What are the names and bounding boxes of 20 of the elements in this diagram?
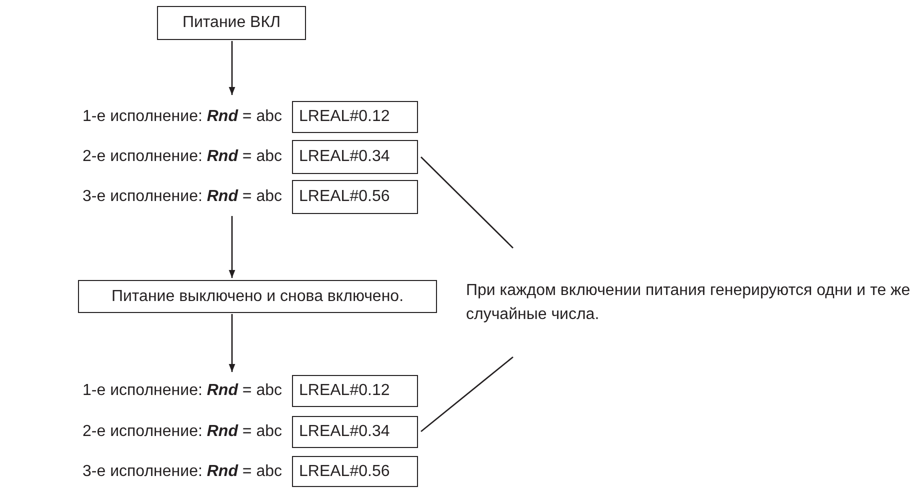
execution-label: 3-е исполнение: Rnd = abc	[82, 188, 282, 206]
execution-label: 2-е исполнение: Rnd = abc	[82, 148, 282, 166]
value-box: LREAL#0.34	[292, 140, 418, 174]
value-box: LREAL#0.56	[292, 180, 418, 214]
process-box: Питание выключено и снова включено.	[78, 280, 437, 313]
value-box: LREAL#0.12	[292, 101, 418, 133]
leader-line	[420, 356, 514, 432]
execution-label: 3-е исполнение: Rnd = abc	[82, 462, 282, 480]
value-box: LREAL#0.56	[292, 456, 418, 487]
arrow	[228, 216, 236, 278]
note-text: При каждом включении питания генерируются одни и те же случайные числа.	[466, 280, 912, 324]
value-box: LREAL#0.12	[292, 374, 418, 406]
process-box: Питание ВКЛ	[157, 6, 306, 40]
arrow	[228, 314, 236, 372]
execution-label: 1-е исполнение: Rnd = abc	[82, 382, 282, 400]
leader-line	[420, 156, 514, 248]
value-box: LREAL#0.34	[292, 416, 418, 448]
arrow	[228, 41, 236, 95]
execution-label: 1-е исполнение: Rnd = abc	[82, 108, 282, 126]
execution-label: 2-е исполнение: Rnd = abc	[82, 422, 282, 440]
